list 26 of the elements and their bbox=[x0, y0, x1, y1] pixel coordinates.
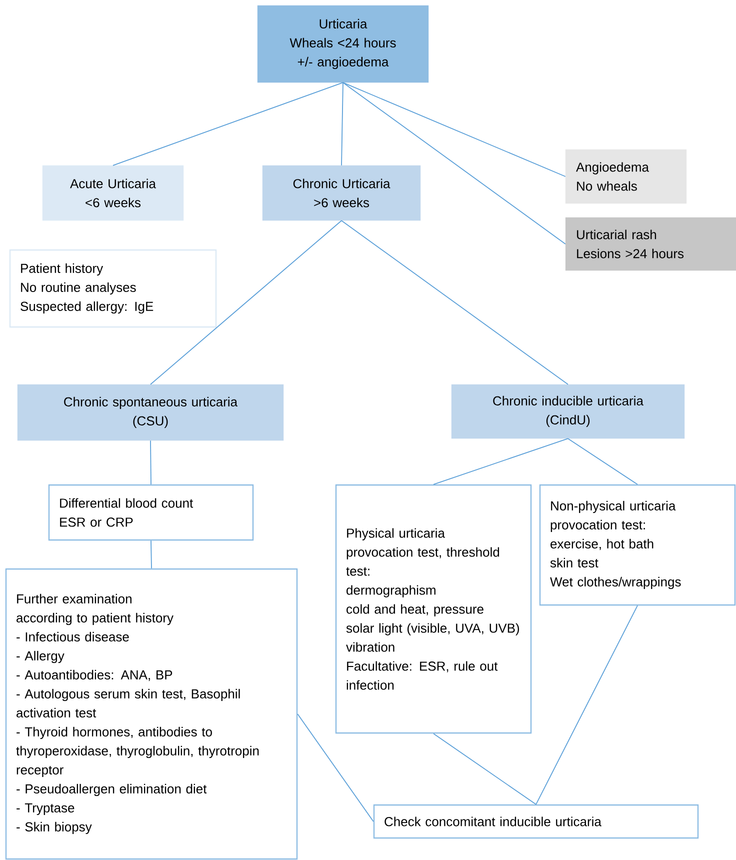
process-box: Check concomitant inducible urticaria bbox=[373, 804, 699, 839]
category-box: Chronic inducible urticaria (CindU) bbox=[451, 384, 685, 439]
connector-line bbox=[150, 220, 342, 385]
connector-line bbox=[536, 605, 638, 805]
connector-line bbox=[150, 540, 152, 569]
connector-line bbox=[341, 82, 344, 166]
connector-line bbox=[112, 82, 344, 166]
process-box: Non-physical urticaria provocation test: exercise, hot bath skin test Wet clothes/wrappings bbox=[539, 484, 736, 606]
process-box: Further examination according to patient history - Infectious disease - Allergy - Autoantibodies: ANA, BP - Autologous serum skin test, Basophil activation test - Thyroid hormones, antibodies to thyroperoxidase, thyroglobulin, thyrotropin receptor - Pseudoallergen elimination diet - Tryptase - Skin biopsy bbox=[5, 568, 298, 860]
process-box: Physical urticaria provocation test, threshold test: dermographism cold and heat, pressure solar light (visible, UVA, UVB) vibration Facultative: ESR, rule out infection bbox=[335, 484, 532, 734]
connector-line bbox=[341, 220, 568, 385]
connector-line bbox=[342, 82, 566, 244]
connector-line bbox=[342, 82, 566, 177]
category-box: Urticarial rash Lesions >24 hours bbox=[565, 217, 736, 271]
note-box: Patient history No routine analyses Suspected allergy: IgE bbox=[9, 249, 217, 328]
connector-line bbox=[150, 440, 152, 485]
connector-line bbox=[297, 714, 374, 822]
category-box: Chronic Urticaria >6 weeks bbox=[262, 165, 421, 221]
connector-line bbox=[568, 438, 638, 485]
category-box: Acute Urticaria <6 weeks bbox=[42, 165, 184, 221]
process-box: Differential blood count ESR or CRP bbox=[48, 484, 254, 541]
category-box: Chronic spontaneous urticaria (CSU) bbox=[17, 384, 284, 441]
category-box: Urticaria Wheals <24 hours +/- angioedema bbox=[257, 5, 429, 83]
connector-line bbox=[433, 438, 568, 485]
connector-line bbox=[433, 733, 536, 805]
category-box: Angioedema No wheals bbox=[565, 149, 687, 204]
